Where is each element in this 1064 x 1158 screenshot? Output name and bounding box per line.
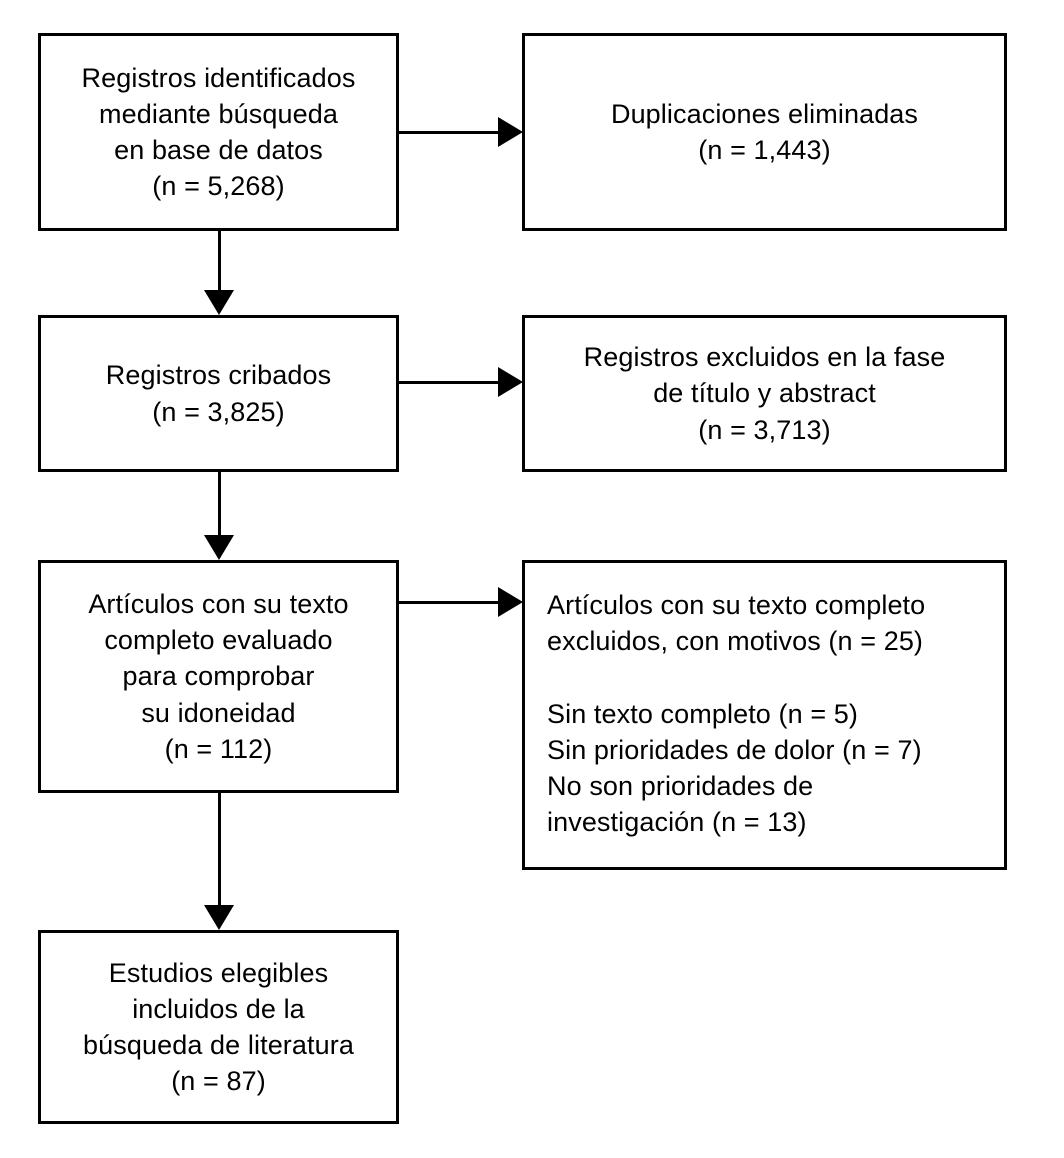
box-records-screened-text: Registros cribados (n = 3,825) — [105, 360, 332, 427]
arrowhead-down-icon — [204, 905, 234, 930]
box-fulltext-excluded-with-reasons: Artículos con su texto completo excluido… — [522, 560, 1007, 870]
arrowhead-down-icon — [204, 290, 234, 315]
connector-line-vertical — [218, 472, 221, 538]
box-records-screened: Registros cribados (n = 3,825) — [38, 315, 399, 472]
box-records-excluded-text: Registros excluidos en la fase de título… — [583, 342, 946, 445]
connector-line-vertical — [218, 793, 221, 908]
arrowhead-right-icon — [498, 587, 523, 617]
box-studies-included: Estudios elegibles incluidos de la búsqu… — [38, 930, 399, 1124]
box-records-identified-text: Registros identificados mediante búsqued… — [81, 62, 356, 202]
connector-line-horizontal — [399, 601, 501, 604]
arrowhead-right-icon — [498, 367, 523, 397]
box-fulltext-excluded-text: Artículos con su texto completo excluido… — [547, 590, 926, 838]
connector-line-horizontal — [399, 131, 501, 134]
box-records-identified: Registros identificados mediante búsqued… — [38, 33, 399, 231]
box-fulltext-assessed: Artículos con su texto completo evaluado… — [38, 560, 399, 793]
arrowhead-right-icon — [498, 117, 523, 147]
box-duplicates-removed: Duplicaciones eliminadas (n = 1,443) — [522, 33, 1007, 231]
box-duplicates-removed-text: Duplicaciones eliminadas (n = 1,443) — [610, 98, 919, 165]
connector-line-vertical — [218, 231, 221, 293]
arrowhead-down-icon — [204, 535, 234, 560]
box-studies-included-text: Estudios elegibles incluidos de la búsqu… — [83, 957, 354, 1097]
box-records-excluded: Registros excluidos en la fase de título… — [522, 315, 1007, 472]
connector-line-horizontal — [399, 381, 501, 384]
box-fulltext-assessed-text: Artículos con su texto completo evaluado… — [88, 589, 349, 764]
